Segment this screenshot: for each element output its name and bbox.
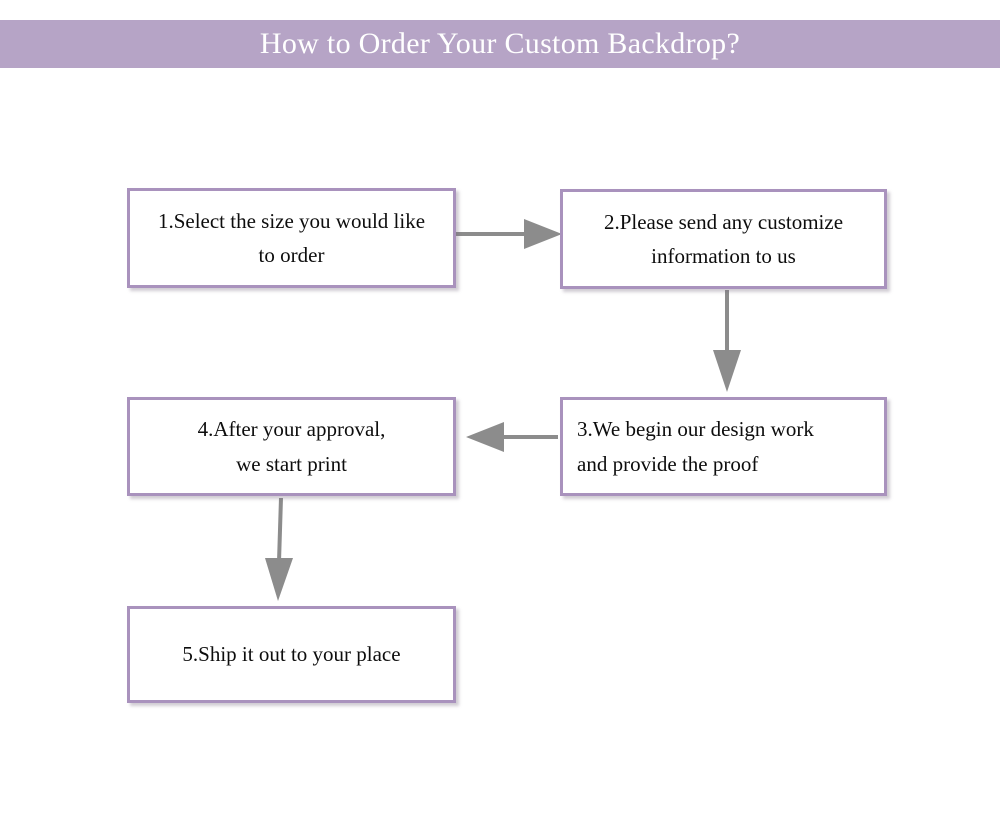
flow-step-2[interactable]: 2.Please send any customize information … [560, 189, 887, 289]
flow-step-1-label: 1.Select the size you would like to orde… [157, 208, 426, 267]
arrow-step4-to-step5 [265, 497, 293, 601]
arrow-step2-to-step3 [713, 290, 741, 392]
flow-step-5-label: 5.Ship it out to your place [182, 642, 401, 667]
flow-step-4[interactable]: 4.After your approval, we start print [127, 397, 456, 496]
arrow-step3-to-step4 [466, 422, 558, 452]
flow-step-5[interactable]: 5.Ship it out to your place [127, 606, 456, 703]
flow-step-1[interactable]: 1.Select the size you would like to orde… [127, 188, 456, 288]
flow-step-2-label: 2.Please send any customize information … [603, 209, 844, 268]
arrow-step1-to-step2 [456, 219, 562, 249]
flow-step-3[interactable]: 3.We begin our design work and provide t… [560, 397, 887, 496]
flow-step-3-label: 3.We begin our design work and provide t… [577, 417, 814, 476]
header-banner: How to Order Your Custom Backdrop? [0, 20, 1000, 68]
page-title: How to Order Your Custom Backdrop? [259, 27, 741, 60]
flow-step-4-label: 4.After your approval, we start print [197, 417, 386, 476]
